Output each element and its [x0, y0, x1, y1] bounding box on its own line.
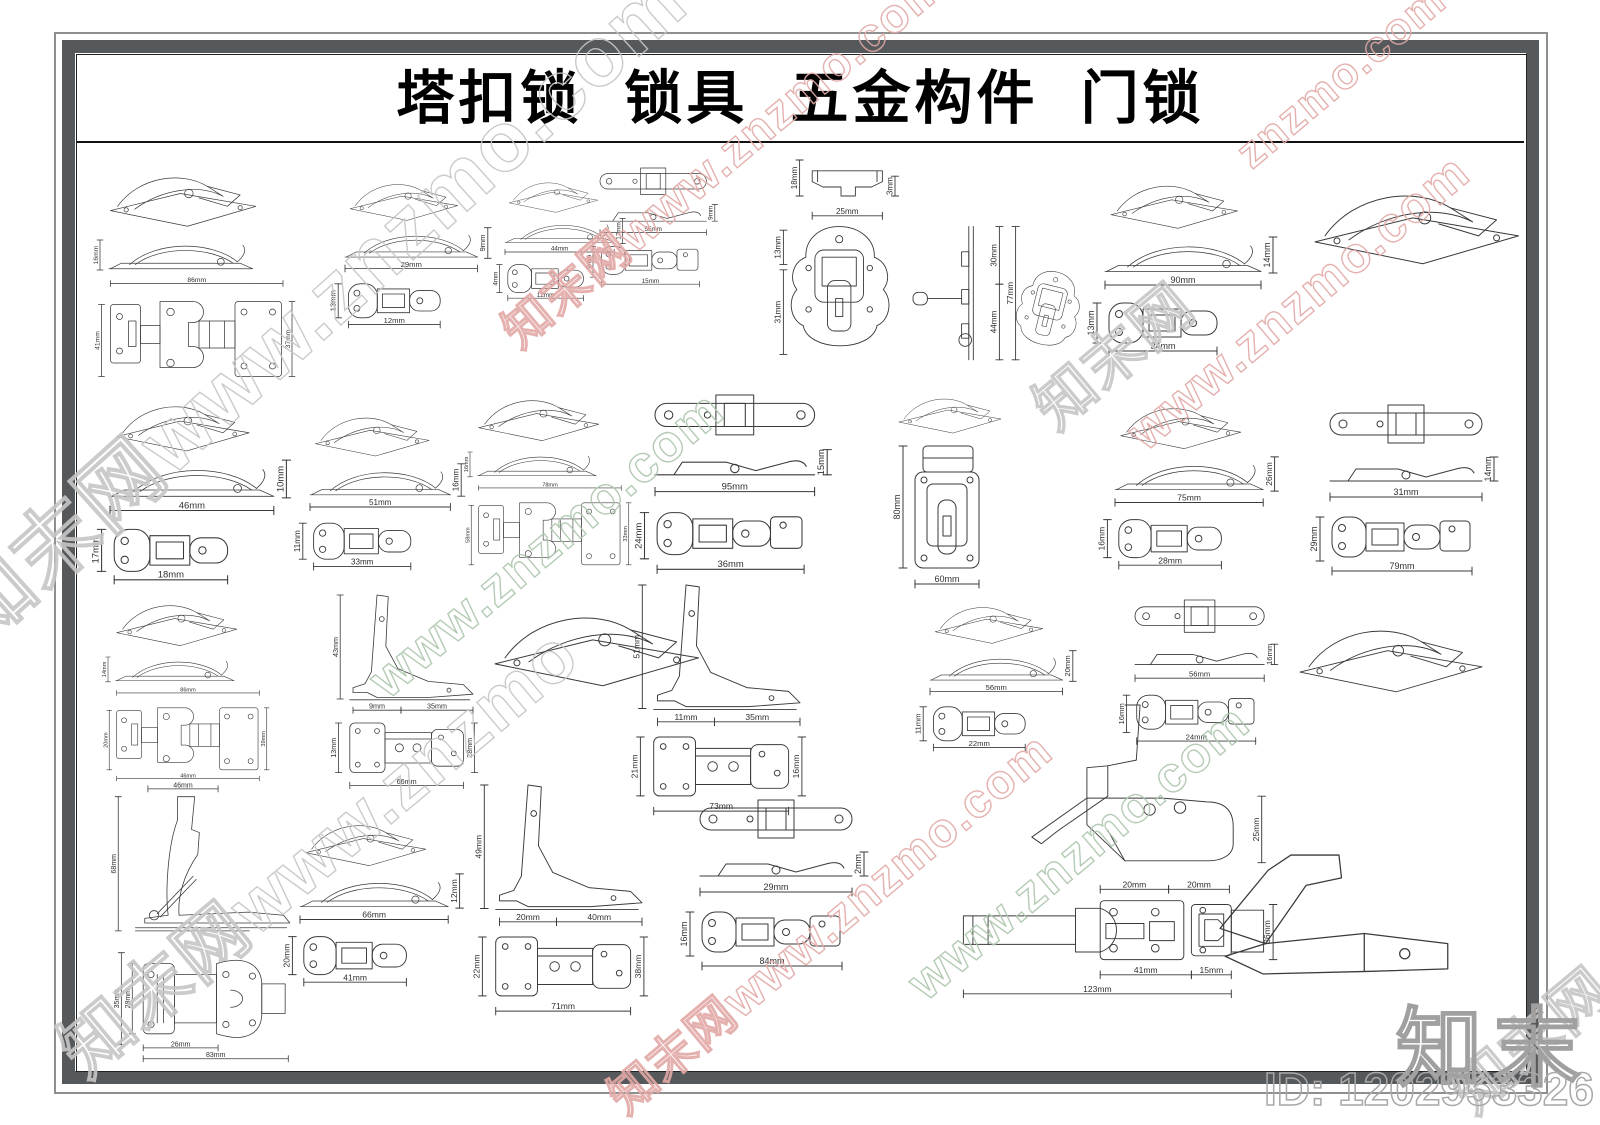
image-id-label: ID: 1202953326	[1263, 1062, 1594, 1116]
title-divider	[77, 141, 1524, 143]
sheet-frame-band	[62, 40, 1539, 1084]
sheet-inner-area	[76, 54, 1527, 1072]
site-brand-logo: 知末	[1395, 1000, 1592, 1098]
sheet-title: 塔扣锁 锁具 五金构件 门锁	[396, 66, 1205, 131]
